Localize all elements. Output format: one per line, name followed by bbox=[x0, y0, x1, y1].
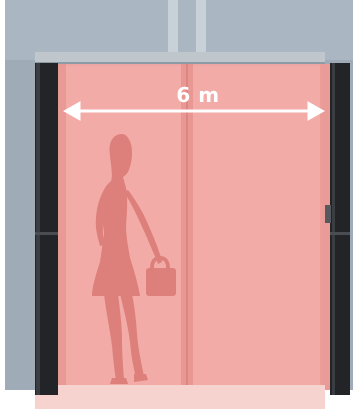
left-door-column-highlight bbox=[36, 63, 40, 395]
upper-wall-panel bbox=[5, 0, 353, 60]
door-center-seam-line bbox=[186, 64, 188, 390]
detection-field-left-edge bbox=[58, 64, 66, 390]
door-width-label: 6 m bbox=[163, 84, 233, 106]
right-door-column-highlight bbox=[332, 63, 335, 395]
right-door-column-joint bbox=[330, 232, 350, 235]
left-door-column-joint bbox=[35, 232, 58, 235]
upper-wall-mullion-right bbox=[196, 0, 206, 60]
right-door-handle bbox=[325, 205, 331, 223]
floor-strip bbox=[35, 385, 325, 409]
upper-wall-mullion-left bbox=[168, 0, 178, 60]
side-wall-left bbox=[5, 60, 35, 390]
